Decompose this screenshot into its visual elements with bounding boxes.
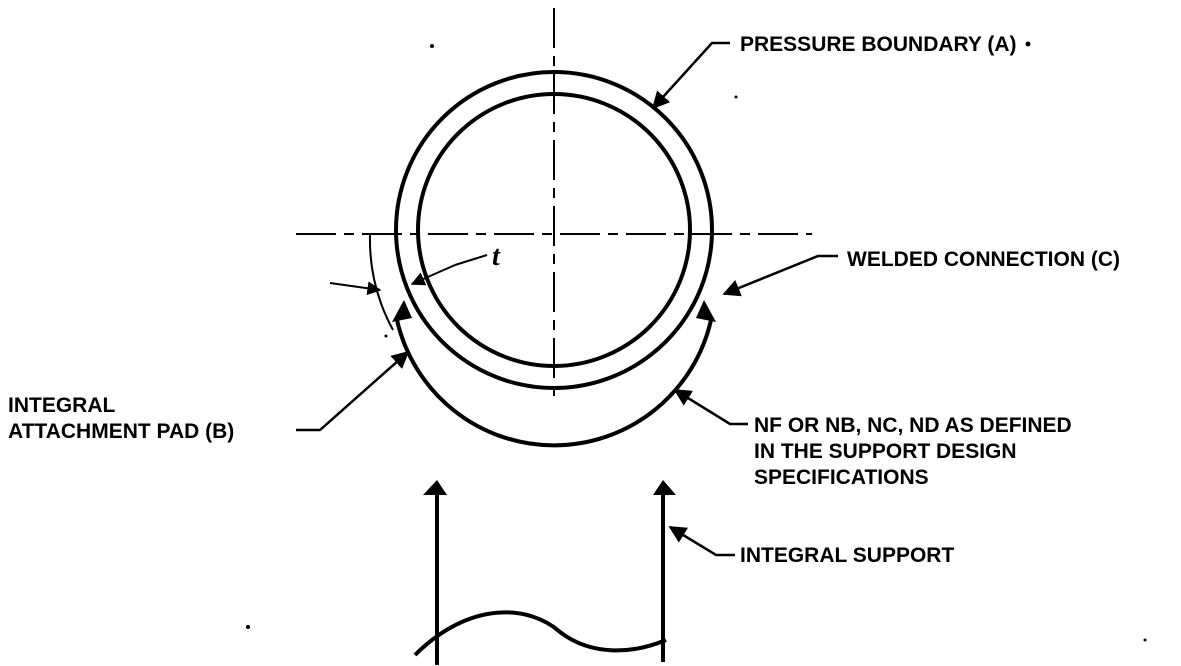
leader-welded-connection: WELDED CONNECTION (C): [722, 248, 1120, 297]
center-lines: [296, 8, 812, 400]
pressure-boundary-label: PRESSURE BOUNDARY (A): [740, 33, 1017, 56]
thickness-dimension: t: [329, 234, 501, 331]
leader-pressure-boundary: PRESSURE BOUNDARY (A): [651, 33, 1017, 110]
leader-nf-classification: NF OR NB, NC, ND AS DEFINED IN THE SUPPO…: [673, 388, 1072, 489]
nf-label-line3: SPECIFICATIONS: [754, 466, 929, 489]
attachment-pad-label-line2: ATTACHMENT PAD (B): [8, 420, 234, 443]
pad-weld-left: [392, 300, 412, 322]
attachment-pad-label-line1: INTEGRAL: [8, 394, 116, 417]
integral-support-tube: [413, 485, 667, 665]
leader-integral-support: INTEGRAL SUPPORT: [668, 525, 954, 567]
support-welds: [423, 480, 676, 495]
scan-specks: [246, 41, 1147, 642]
welded-connection-label: WELDED CONNECTION (C): [847, 248, 1120, 271]
nf-label-line1: NF OR NB, NC, ND AS DEFINED: [754, 414, 1072, 437]
nf-label-line2: IN THE SUPPORT DESIGN: [754, 440, 1017, 463]
thickness-symbol: t: [492, 241, 501, 272]
leader-attachment-pad: INTEGRAL ATTACHMENT PAD (B): [8, 350, 410, 443]
integral-attachment-pad: [392, 300, 716, 448]
pad-weld-right: [696, 300, 716, 322]
integral-support-label: INTEGRAL SUPPORT: [740, 544, 954, 567]
